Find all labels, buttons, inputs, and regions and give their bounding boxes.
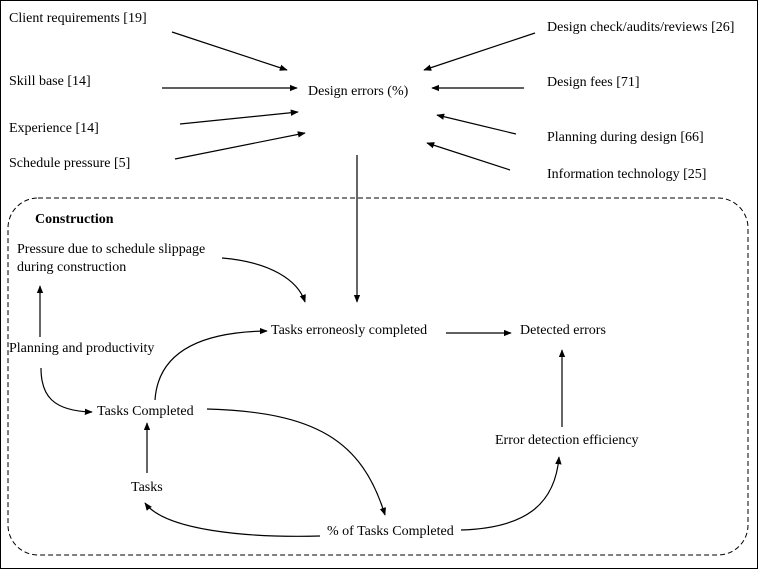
factor-information-technology: Information technology [25]	[547, 167, 707, 182]
arrow-completed-to-pct	[206, 408, 386, 516]
arrow-client-requirements	[171, 31, 288, 71]
arrow-planning-design	[436, 113, 517, 135]
factor-skill-base: Skill base [14]	[9, 74, 91, 89]
arrow-completed-to-erroneous	[154, 327, 268, 401]
factor-schedule-pressure: Schedule pressure [5]	[9, 156, 131, 171]
detected-errors-label: Detected errors	[520, 323, 606, 338]
factor-design-fees: Design fees [71]	[547, 75, 640, 90]
arrow-pressure-to-erroneous	[221, 257, 306, 303]
planning-productivity-label: Planning and productivity	[9, 341, 155, 356]
arrow-pct-to-error-detection	[460, 456, 562, 531]
factor-planning-design: Planning during design [66]	[547, 130, 704, 145]
arrow-information-technology	[426, 142, 511, 171]
pressure-label: Pressure due to schedule slippage during…	[17, 242, 206, 275]
arrow-planning-to-tasks-completed	[40, 367, 93, 416]
construction-title: Construction	[35, 212, 114, 227]
factor-design-check: Design check/audits/reviews [26]	[547, 20, 735, 35]
pct-tasks-completed-label: % of Tasks Completed	[327, 524, 454, 539]
tasks-erroneously-label: Tasks erroneosly completed	[271, 323, 428, 338]
arrow-schedule-pressure	[174, 131, 306, 160]
factor-experience: Experience [14]	[9, 121, 99, 136]
construction-boundary	[7, 197, 749, 556]
design-errors-label: Design errors (%)	[308, 84, 409, 99]
arrow-experience	[179, 109, 299, 125]
arrow-pct-to-tasks	[144, 502, 321, 537]
arrow-design-check	[423, 32, 536, 71]
factor-client-requirements: Client requirements [19]	[9, 11, 147, 26]
tasks-label: Tasks	[131, 480, 163, 495]
error-detection-label: Error detection efficiency	[495, 433, 639, 448]
tasks-completed-label: Tasks Completed	[97, 404, 194, 419]
